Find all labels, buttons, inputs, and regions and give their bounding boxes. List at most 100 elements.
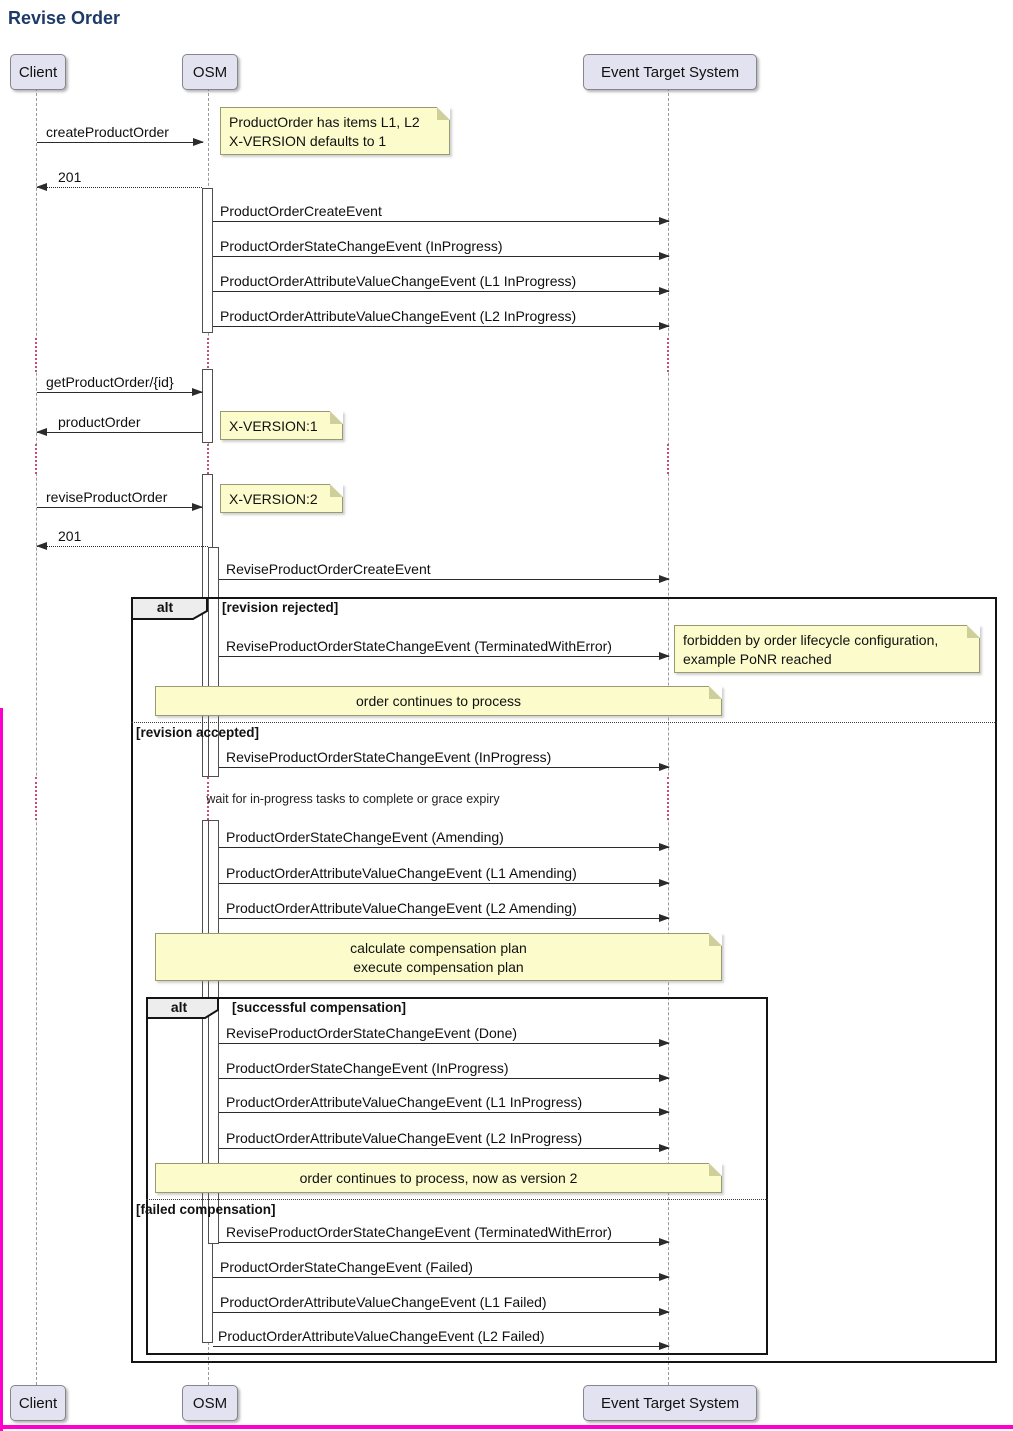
message-label: ProductOrderAttributeValueChangeEvent (L… <box>218 1328 545 1344</box>
message-poStateChange-amending: ProductOrderStateChangeEvent (Amending) <box>219 829 670 851</box>
message-label: getProductOrder/{id} <box>46 374 174 390</box>
arrowhead-right-icon <box>659 217 670 225</box>
arrowhead-left-icon <box>36 183 47 191</box>
message-label: ProductOrderAttributeValueChangeEvent (L… <box>226 1130 583 1146</box>
note-line: order continues to process <box>356 693 521 709</box>
note-line: X-VERSION defaults to 1 <box>229 133 387 149</box>
arrowhead-right-icon <box>659 652 670 660</box>
note-compensation-plan: calculate compensation plan execute comp… <box>155 933 722 981</box>
participant-osm-label: OSM <box>192 63 228 81</box>
message-poAvc-L2-failed: ProductOrderAttributeValueChangeEvent (L… <box>213 1328 670 1350</box>
note-line: example PoNR reached <box>683 651 832 667</box>
delay1-client <box>35 338 41 372</box>
delay-text: wait for in-progress tasks to complete o… <box>206 792 500 806</box>
arrowhead-right-icon <box>659 763 670 771</box>
arrowhead-right-icon <box>659 1039 670 1047</box>
message-poAvc-L1-failed: ProductOrderAttributeValueChangeEvent (L… <box>213 1294 670 1316</box>
guard-revision-accepted: [revision accepted] <box>136 725 260 740</box>
message-poStateChange-inprogress-1: ProductOrderStateChangeEvent (InProgress… <box>213 238 670 260</box>
message-label: productOrder <box>58 414 141 430</box>
arrowhead-right-icon <box>659 914 670 922</box>
alt-tab-outer-label: alt <box>156 599 174 615</box>
message-reviseState-terminated-2: ReviseProductOrderStateChangeEvent (Term… <box>219 1224 670 1246</box>
note-order-continues-v2: order continues to process, now as versi… <box>155 1163 722 1193</box>
message-201-revise: 201 <box>36 528 208 550</box>
arrowhead-right-icon <box>659 1308 670 1316</box>
message-poStateChange-failed: ProductOrderStateChangeEvent (Failed) <box>213 1259 670 1281</box>
message-label: createProductOrder <box>46 124 169 140</box>
message-label: ProductOrderStateChangeEvent (Amending) <box>226 829 504 845</box>
arrowhead-right-icon <box>192 388 203 396</box>
lifeline-client <box>36 88 37 1385</box>
message-201-create: 201 <box>36 169 202 191</box>
participant-ets-top: Event Target System <box>583 54 757 90</box>
arrowhead-right-icon <box>659 322 670 330</box>
arrowhead-right-icon <box>659 252 670 260</box>
message-poAvc-L1-inprogress-2: ProductOrderAttributeValueChangeEvent (L… <box>219 1094 670 1116</box>
message-reviseProductOrderCreateEvent: ReviseProductOrderCreateEvent <box>219 561 670 583</box>
arrowhead-right-icon <box>193 138 204 146</box>
arrowhead-right-icon <box>192 503 203 511</box>
message-label: 201 <box>58 528 82 544</box>
participant-client-label-bottom: Client <box>18 1394 58 1412</box>
message-label: ReviseProductOrderStateChangeEvent (Term… <box>226 638 612 654</box>
message-reviseState-done: ReviseProductOrderStateChangeEvent (Done… <box>219 1025 670 1047</box>
guard-failed-compensation: [failed compensation] <box>136 1202 276 1217</box>
note-productorder-items: ProductOrder has items L1, L2 X-VERSION … <box>220 107 450 155</box>
arrowhead-right-icon <box>659 1074 670 1082</box>
activation-osm-1 <box>202 188 213 333</box>
message-poAvc-L1-inprogress-1: ProductOrderAttributeValueChangeEvent (L… <box>213 273 670 295</box>
note-line: X-VERSION:2 <box>229 491 318 507</box>
arrowhead-right-icon <box>659 1108 670 1116</box>
note-line: order continues to process, now as versi… <box>299 1170 578 1186</box>
message-poAvc-L2-amending: ProductOrderAttributeValueChangeEvent (L… <box>219 900 670 922</box>
note-line: calculate compensation plan <box>350 940 527 956</box>
note-forbidden: forbidden by order lifecycle configurati… <box>674 625 980 673</box>
alt-divider-inner <box>146 1199 768 1200</box>
message-label: ProductOrderAttributeValueChangeEvent (L… <box>220 1294 547 1310</box>
arrowhead-right-icon <box>659 1238 670 1246</box>
message-productOrder: productOrder <box>36 414 202 436</box>
message-label: ReviseProductOrderStateChangeEvent (Done… <box>226 1025 518 1041</box>
note-line: forbidden by order lifecycle configurati… <box>683 632 939 648</box>
note-line: ProductOrder has items L1, L2 <box>229 114 420 130</box>
message-productOrderCreateEvent: ProductOrderCreateEvent <box>213 203 670 225</box>
page-title: Revise Order <box>8 8 121 28</box>
message-label: ProductOrderStateChangeEvent (InProgress… <box>220 238 503 254</box>
delay1-osm <box>207 338 213 372</box>
selection-border-bottom <box>0 1425 1013 1429</box>
message-getProductOrder: getProductOrder/{id} <box>37 374 203 396</box>
message-label: ProductOrderAttributeValueChangeEvent (L… <box>226 1094 583 1110</box>
participant-ets-bottom: Event Target System <box>583 1385 757 1421</box>
alt-divider-outer <box>131 722 997 723</box>
message-poAvc-L1-amending: ProductOrderAttributeValueChangeEvent (L… <box>219 865 670 887</box>
message-createProductOrder: createProductOrder <box>37 124 204 146</box>
message-label: ProductOrderAttributeValueChangeEvent (L… <box>220 308 577 324</box>
message-label: ProductOrderCreateEvent <box>220 203 382 219</box>
delay2-osm <box>207 444 213 474</box>
guard-revision-rejected: [revision rejected] <box>222 600 339 615</box>
delay3-osm <box>207 777 213 820</box>
activation-osm-3a <box>208 547 219 777</box>
arrowhead-right-icon <box>659 1273 670 1281</box>
delay3-ets <box>667 777 673 820</box>
delay2-client <box>35 444 41 474</box>
note-xversion-2: X-VERSION:2 <box>220 484 343 513</box>
participant-client-bottom: Client <box>10 1385 66 1421</box>
arrowhead-right-icon <box>659 1144 670 1152</box>
message-label: ReviseProductOrderStateChangeEvent (Term… <box>226 1224 612 1240</box>
message-label: 201 <box>58 169 82 185</box>
participant-osm-top: OSM <box>182 54 238 90</box>
message-reviseProductOrder: reviseProductOrder <box>37 489 203 511</box>
alt-tab-inner-label: alt <box>170 999 188 1015</box>
arrowhead-left-icon <box>36 428 47 436</box>
selection-border-left <box>0 708 3 1431</box>
arrowhead-left-icon <box>36 542 47 550</box>
guard-successful-compensation: [successful compensation] <box>232 1000 407 1015</box>
note-xversion-1: X-VERSION:1 <box>220 411 343 440</box>
delay3-client <box>35 777 41 820</box>
arrowhead-right-icon <box>659 575 670 583</box>
note-line: X-VERSION:1 <box>229 418 318 434</box>
arrowhead-right-icon <box>659 843 670 851</box>
